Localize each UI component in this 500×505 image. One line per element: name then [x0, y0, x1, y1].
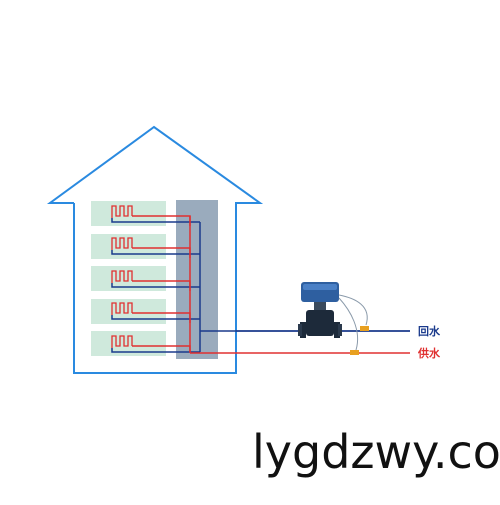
control-valve-icon — [298, 282, 342, 338]
return-branches — [111, 218, 200, 353]
radiator-coils — [111, 205, 133, 348]
sensor-icon — [350, 350, 359, 355]
temperature-sensors — [338, 294, 368, 351]
house-outline — [46, 125, 264, 374]
watermark-text: lygdzwy.co — [252, 425, 500, 479]
radiator-coil-icon — [111, 205, 133, 218]
radiator-coil-icon — [111, 302, 133, 315]
radiator-coil-icon — [111, 335, 133, 348]
supply-water-label: 供水 — [417, 346, 441, 360]
return-water-label: 回水 — [418, 324, 441, 338]
radiator-coil-icon — [111, 270, 133, 283]
sensor-icon — [360, 326, 369, 331]
pipe-shaft — [176, 200, 218, 359]
radiator-coil-icon — [111, 237, 133, 250]
